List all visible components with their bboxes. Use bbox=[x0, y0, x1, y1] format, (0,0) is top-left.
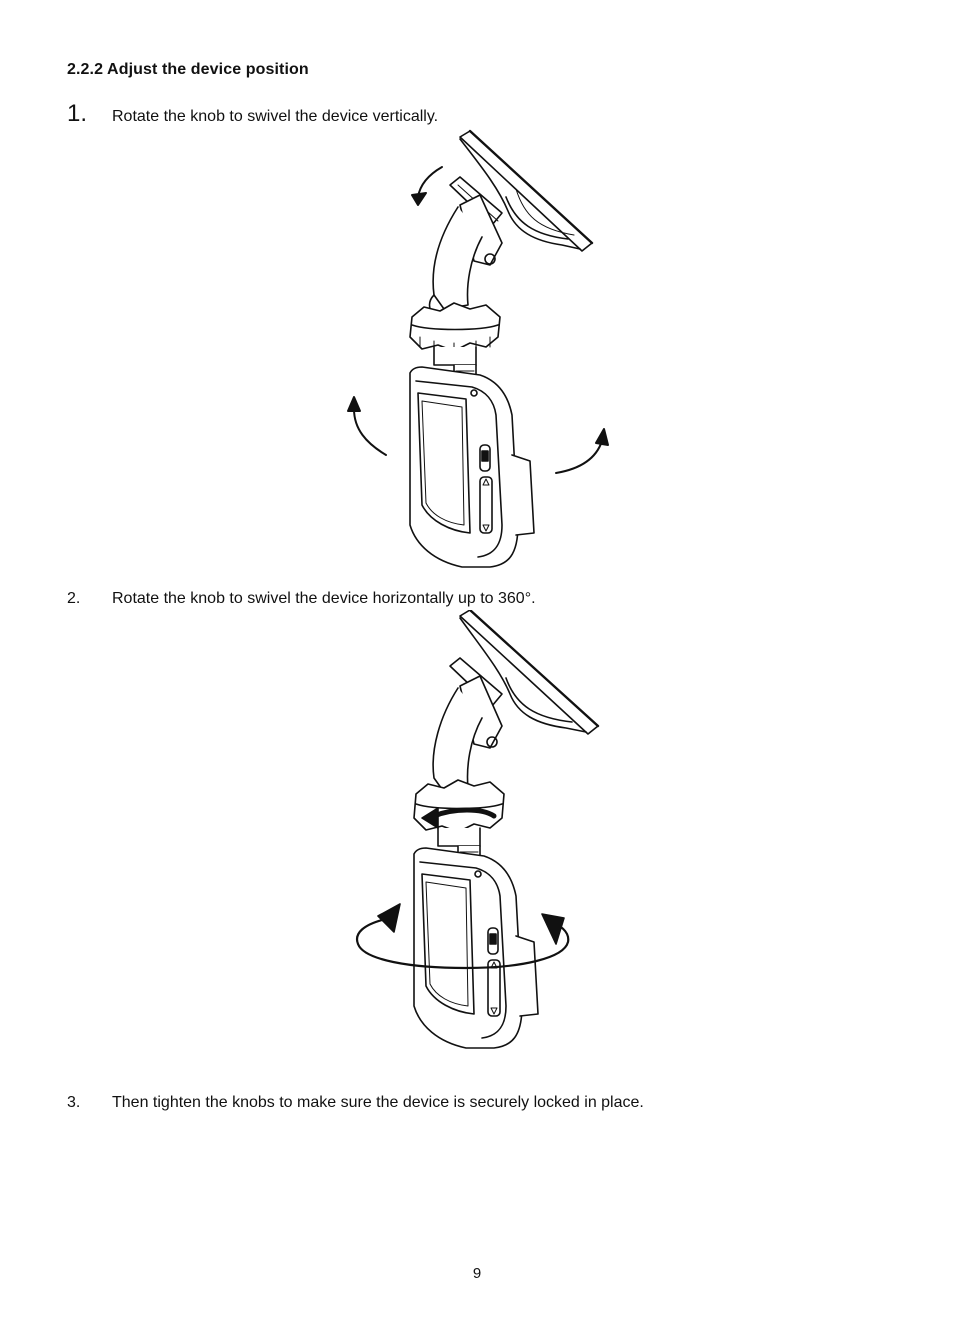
suction-mount bbox=[449, 129, 594, 266]
horizontal-rotation-arrows bbox=[355, 903, 570, 970]
step-2-number: 2. bbox=[67, 590, 81, 607]
dashcam-body bbox=[409, 366, 535, 568]
dashcam-body bbox=[413, 847, 539, 1049]
step-1-number: 1. bbox=[67, 100, 88, 127]
rotation-arrows bbox=[347, 166, 609, 474]
mount-arm bbox=[432, 687, 483, 793]
dashcam-horizontal-swivel-illustration bbox=[355, 610, 600, 1049]
step-1-text: Rotate the knob to swivel the device ver… bbox=[112, 108, 439, 125]
adjustment-knob bbox=[409, 302, 501, 366]
step-3-text: Then tighten the knobs to make sure the … bbox=[112, 1094, 644, 1111]
suction-mount bbox=[449, 610, 600, 749]
dashcam-vertical-swivel-illustration bbox=[347, 129, 609, 568]
page-number: 9 bbox=[472, 1265, 482, 1282]
step-3-number: 3. bbox=[67, 1094, 81, 1111]
section-heading: 2.2.2 Adjust the device position bbox=[67, 61, 309, 78]
step-2-text: Rotate the knob to swivel the device hor… bbox=[112, 590, 536, 607]
knob-rotation-arrow bbox=[421, 807, 497, 829]
